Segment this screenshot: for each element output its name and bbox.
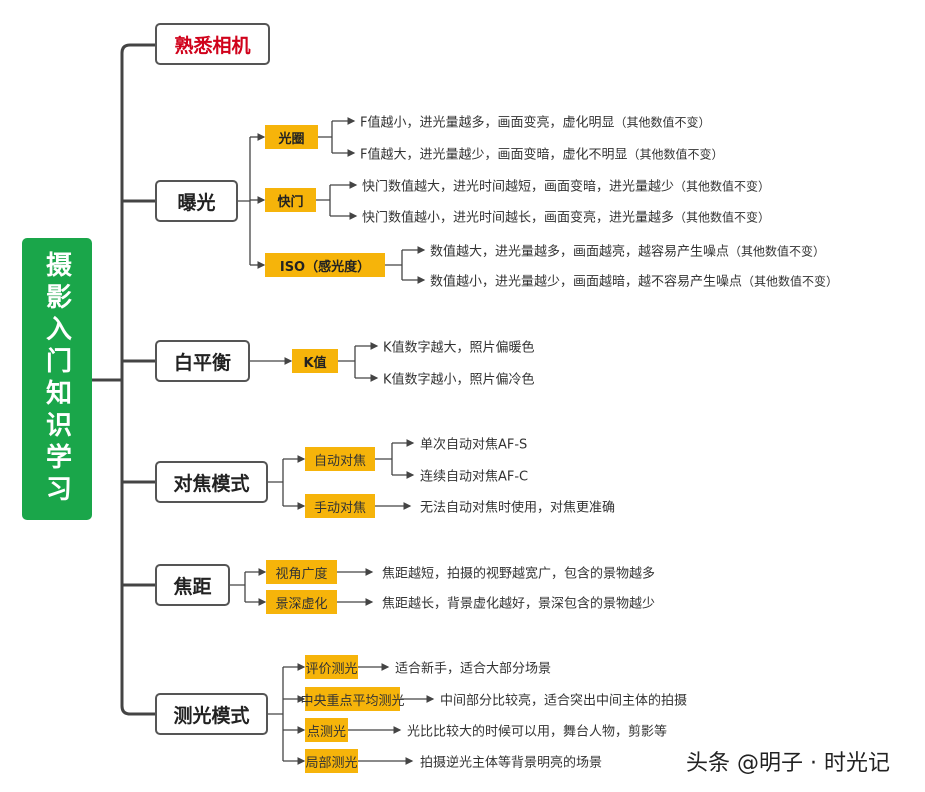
leaf-iso-1: 数值越大，进光量越多，画面越亮，越容易产生噪点（其他数值不变） bbox=[430, 244, 826, 260]
tag-aperture: 光圈 bbox=[265, 125, 318, 149]
leaf-aperture-1: F值越小，进光量越多，画面变亮，虚化明显（其他数值不变） bbox=[360, 115, 711, 131]
node-focus-mode: 对焦模式 bbox=[155, 461, 268, 503]
node-camera: 熟悉相机 bbox=[155, 23, 270, 65]
leaf-k-1: K值数字越大，照片偏暖色 bbox=[383, 340, 535, 356]
leaf-manual: 无法自动对焦时使用，对焦更准确 bbox=[420, 500, 616, 516]
tag-center-weighted: 中央重点平均测光 bbox=[301, 687, 405, 711]
root-node: 摄影入门知识学习 bbox=[22, 238, 92, 520]
node-white-balance: 白平衡 bbox=[155, 340, 250, 382]
tag-k-value: K值 bbox=[292, 349, 338, 373]
tag-evaluative: 评价测光 bbox=[305, 655, 358, 679]
tag-dof: 景深虚化 bbox=[266, 590, 337, 614]
tag-iso: ISO（感光度） bbox=[265, 253, 385, 277]
node-focal-length: 焦距 bbox=[155, 564, 230, 606]
leaf-evaluative: 适合新手，适合大部分场景 bbox=[395, 661, 552, 677]
leaf-af-s: 单次自动对焦AF-S bbox=[420, 437, 528, 453]
leaf-spot: 光比比较大的时候可以用，舞台人物，剪影等 bbox=[407, 724, 668, 740]
leaf-shutter-2: 快门数值越小，进光时间越长，画面变亮，进光量越多（其他数值不变） bbox=[362, 210, 771, 226]
leaf-aperture-2: F值越大，进光量越少，画面变暗，虚化不明显（其他数值不变） bbox=[360, 147, 724, 163]
leaf-iso-2: 数值越小，进光量越少，画面越暗，越不容易产生噪点（其他数值不变） bbox=[430, 274, 839, 290]
leaf-k-2: K值数字越小，照片偏冷色 bbox=[383, 372, 535, 388]
leaf-shutter-1: 快门数值越大，进光时间越短，画面变暗，进光量越少（其他数值不变） bbox=[362, 179, 771, 195]
node-exposure: 曝光 bbox=[155, 180, 238, 222]
tag-angle: 视角广度 bbox=[266, 560, 337, 584]
leaf-angle: 焦距越短，拍摄的视野越宽广，包含的景物越多 bbox=[382, 566, 656, 582]
tag-partial: 局部测光 bbox=[305, 749, 358, 773]
tag-auto-focus: 自动对焦 bbox=[305, 447, 375, 471]
leaf-partial: 拍摄逆光主体等背景明亮的场景 bbox=[420, 755, 603, 771]
leaf-center-weighted: 中间部分比较亮，适合突出中间主体的拍摄 bbox=[440, 693, 688, 709]
node-metering: 测光模式 bbox=[155, 693, 268, 735]
tag-manual-focus: 手动对焦 bbox=[305, 494, 375, 518]
watermark: 头条 @明子 · 时光记 bbox=[686, 751, 890, 776]
tag-shutter: 快门 bbox=[265, 188, 316, 212]
leaf-af-c: 连续自动对焦AF-C bbox=[420, 469, 529, 485]
leaf-dof: 焦距越长，背景虚化越好，景深包含的景物越少 bbox=[382, 596, 656, 612]
tag-spot: 点测光 bbox=[305, 718, 348, 742]
